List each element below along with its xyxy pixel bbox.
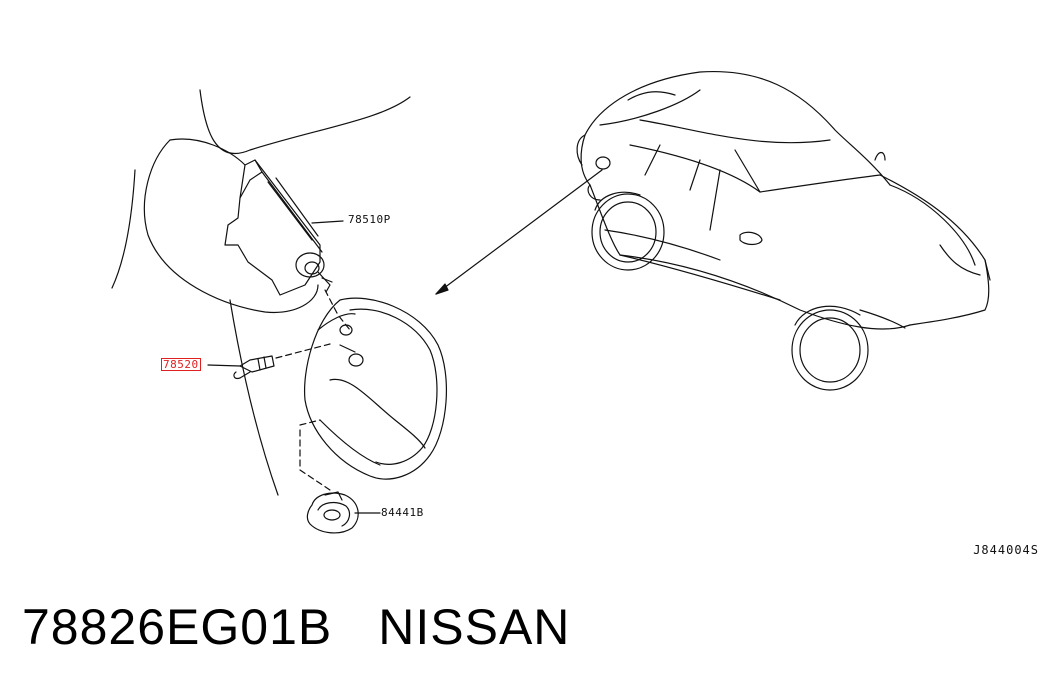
pin-part-78520 bbox=[207, 343, 331, 380]
part-number: 78826EG01B bbox=[22, 599, 333, 655]
brand-name: NISSAN bbox=[378, 599, 571, 655]
callout-78510p: 78510P bbox=[348, 213, 391, 226]
fuel-lid-assembly bbox=[303, 297, 447, 480]
callout-78520-highlighted[interactable]: 78520 bbox=[161, 358, 201, 371]
caption: 78826EG01B NISSAN bbox=[22, 598, 570, 656]
diagram-code: J844004S bbox=[973, 543, 1039, 557]
body-panel-outline bbox=[111, 89, 411, 496]
callout-84441b: 84441B bbox=[381, 506, 424, 519]
actuator-part-78510p bbox=[224, 159, 344, 296]
retainer-part-84441b bbox=[299, 419, 381, 534]
detail-arrow bbox=[435, 169, 603, 295]
vehicle-overview bbox=[576, 70, 991, 391]
dashed-connector-actuator bbox=[324, 289, 351, 331]
